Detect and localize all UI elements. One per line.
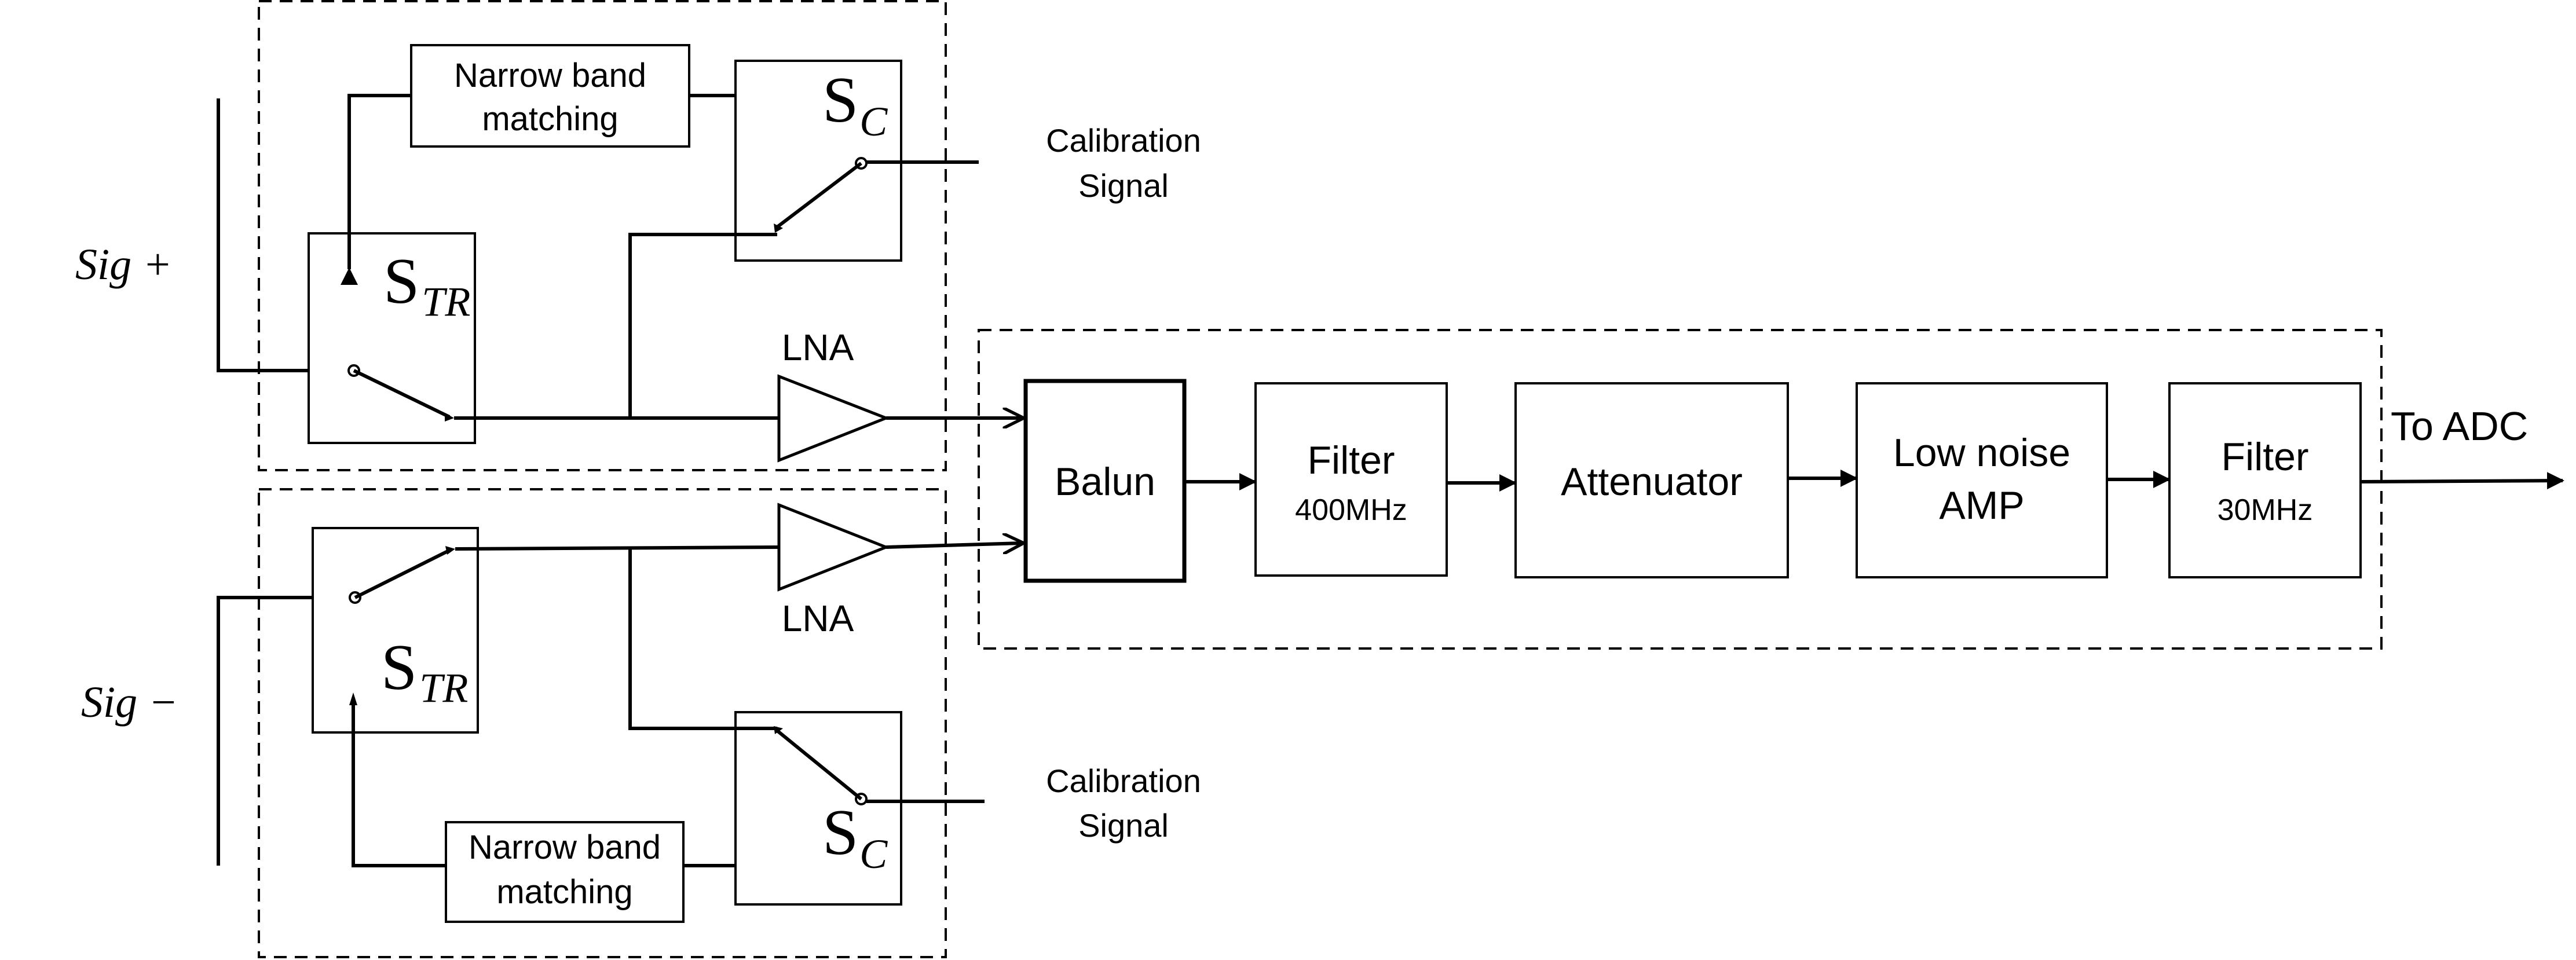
sc-label-upper: SC: [822, 64, 888, 145]
upper-sc-to-junction-wire: [628, 233, 777, 417]
sc-contact-upper: [774, 223, 783, 233]
str-sub-upper: TR: [422, 279, 470, 325]
lower-str-to-lna-wire: [455, 545, 780, 551]
lna-upper: [777, 374, 890, 463]
str-switch-lower: [312, 527, 479, 734]
sc-sub-lower: C: [859, 831, 888, 877]
lower-sc-to-junction-wire: [628, 547, 777, 730]
upper-match-feed-wire: [341, 94, 411, 285]
sc-blade-lower: [776, 729, 862, 801]
lna-lower: [777, 503, 890, 592]
sc-main-lower: S: [822, 797, 858, 869]
lna-lower-label: LNA: [782, 598, 854, 639]
narrow-band-lower-line2: matching: [496, 873, 632, 911]
narrow-band-upper-line2: matching: [482, 100, 618, 138]
low-noise-amp-block: [1856, 382, 2108, 578]
filter2-name: Filter: [2221, 435, 2308, 479]
str-contact-upper: [445, 413, 454, 422]
str-label-lower: STR: [381, 632, 468, 711]
lna-upper-label: LNA: [782, 327, 854, 368]
str-blade-upper: [353, 369, 451, 419]
sig-minus-wire: [217, 596, 355, 866]
calibration-lower-line2: Signal: [1078, 807, 1169, 844]
filter1-spec: 400MHz: [1295, 493, 1407, 527]
sc-main-upper: S: [822, 64, 858, 136]
narrow-band-matching-lower: [445, 821, 685, 923]
lna-lower-to-balun-wire: [885, 543, 1022, 547]
sig-plus-label: Sig +: [75, 240, 172, 289]
attenuator-label: Attenuator: [1561, 460, 1743, 504]
str-main-upper: S: [383, 246, 419, 317]
calibration-upper-line2: Signal: [1078, 167, 1169, 204]
filter2-to-adc-wire: [2360, 472, 2564, 490]
balun-label: Balun: [1055, 460, 1155, 504]
filter2-spec: 30MHz: [2218, 493, 2313, 527]
lower-channel-frame: [258, 488, 947, 958]
lower-match-feed-wire: [352, 701, 446, 867]
upper-channel-frame: [258, 0, 947, 471]
calibration-upper-line1: Calibration: [1046, 122, 1201, 159]
sc-switch-lower: [734, 711, 902, 906]
narrow-band-lower-line1: Narrow band: [469, 829, 661, 866]
str-main-lower: S: [381, 632, 417, 703]
sc-blade-upper: [776, 162, 862, 229]
narrow-band-upper-line1: Narrow band: [454, 57, 646, 94]
filter1-block: [1254, 382, 1448, 577]
str-lower-arrow-up: [349, 692, 357, 705]
str-blade-lower: [354, 548, 451, 599]
str-switch-upper: [308, 232, 476, 444]
str-sub-lower: TR: [419, 665, 468, 711]
receiver-chain-frame: [978, 329, 2383, 650]
attenuator-block: [1514, 382, 1789, 578]
str-label-upper: STR: [383, 246, 470, 325]
calibration-lower-line1: Calibration: [1046, 763, 1201, 799]
filter1-name: Filter: [1307, 438, 1395, 482]
sig-minus-label: Sig −: [81, 678, 178, 727]
sc-label-lower: SC: [822, 797, 888, 877]
balun-block: [1023, 379, 1187, 583]
str-contact-lower: [445, 546, 455, 555]
filter2-block: [2168, 382, 2362, 578]
low-noise-amp-line1: Low noise: [1893, 431, 2070, 475]
to-adc-label: To ADC: [2391, 404, 2528, 449]
sc-sub-upper: C: [859, 98, 888, 145]
low-noise-amp-line2: AMP: [1939, 483, 2024, 527]
